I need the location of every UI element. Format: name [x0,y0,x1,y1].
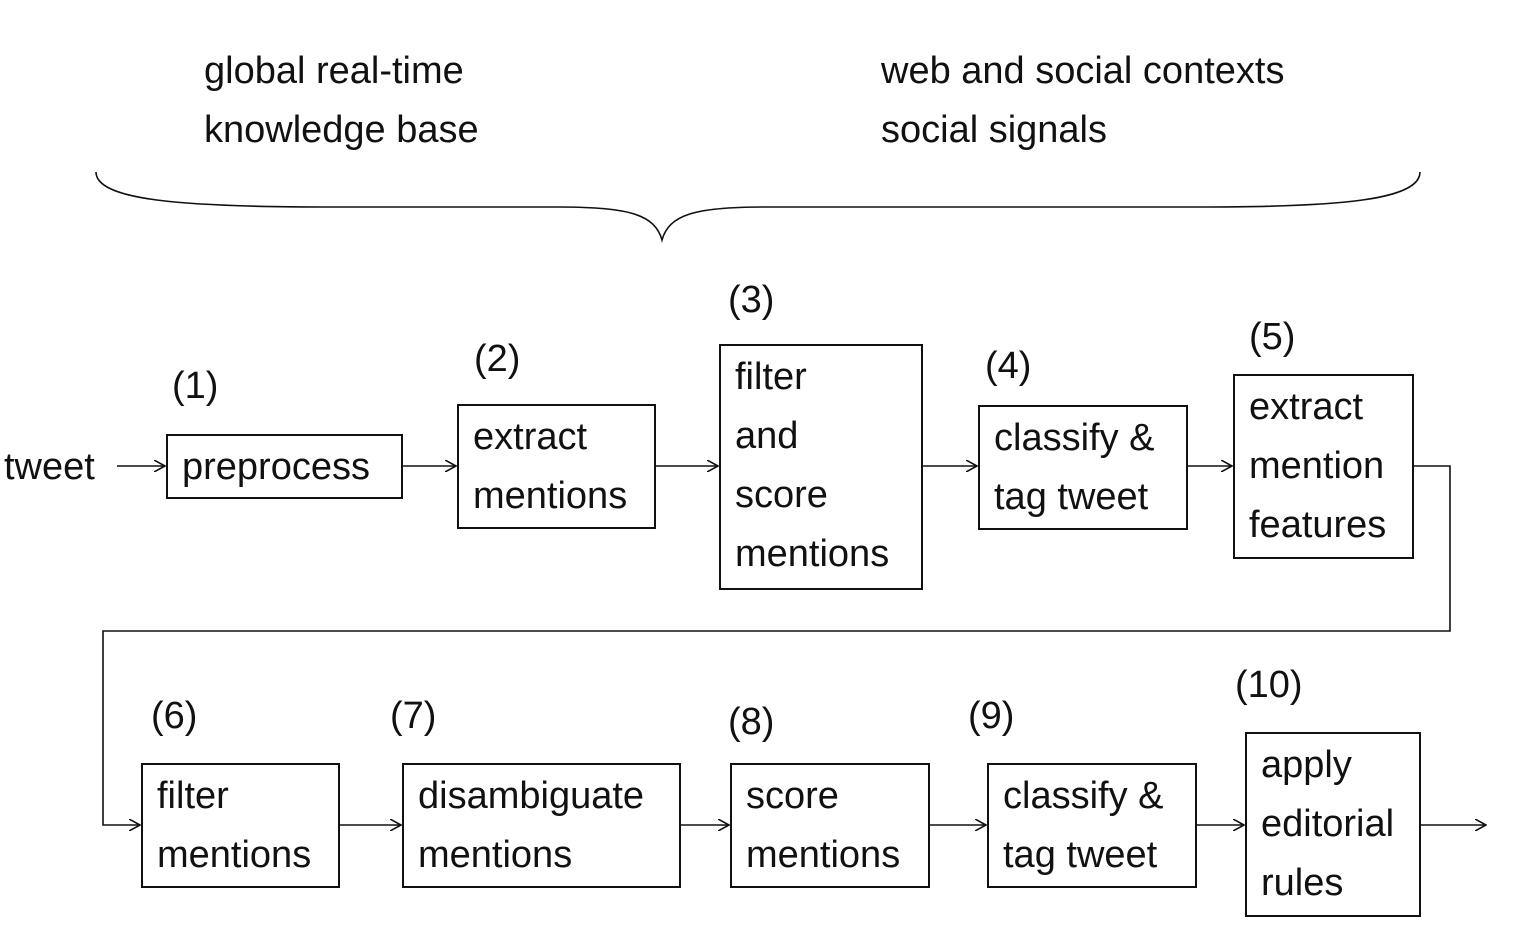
step-4-classify-tag-box: classify & tag tweet [978,405,1188,530]
step-6-line-1: filter [157,775,229,817]
step-2-extract-mentions-box: extract mentions [457,404,656,529]
step-6-filter-mentions-box: filter mentions [141,763,340,888]
knowledge-base-label: global real-time knowledge base [204,42,479,160]
step-5-line-1: extract [1249,386,1364,428]
step-8-score-mentions-box: score mentions [730,763,930,888]
step-5-number: (5) [1249,316,1296,358]
step-3-line-1: filter [735,356,807,398]
step-8-line-1: score [746,775,839,817]
contexts-label: web and social contexts social signals [881,42,1284,160]
step-4-number: (4) [985,345,1032,387]
step-6-line-2: mentions [157,834,312,876]
step-7-disambiguate-box: disambiguate mentions [402,763,681,888]
step-1-preprocess-box: preprocess [166,434,403,499]
step-8-number: (8) [728,701,775,743]
step-5-line-3: features [1249,504,1387,546]
step-3-line-2: and [735,415,799,457]
step-3-number: (3) [728,279,775,321]
tweet-input-label: tweet [4,446,95,488]
step-10-line-2: editorial [1261,803,1395,845]
step-3-filter-score-box: filter and score mentions [719,344,923,590]
step-4-line-2: tag tweet [994,476,1149,518]
step-1-number: (1) [172,365,219,407]
step-10-editorial-rules-box: apply editorial rules [1245,732,1421,917]
step-4-line-1: classify & [994,417,1155,459]
step-10-line-1: apply [1261,744,1352,786]
step-7-number: (7) [390,695,437,737]
step-3-line-3: score [735,474,828,516]
step-2-line-1: extract [473,416,588,458]
step-5-mention-features-box: extract mention features [1233,374,1414,559]
step-2-number: (2) [474,338,521,380]
step-2-line-2: mentions [473,475,628,517]
arrow-5-to-6 [102,465,1451,825]
knowledge-base-line-1: global real-time [204,50,464,92]
step-3-line-4: mentions [735,533,890,575]
step-9-classify-tag-box: classify & tag tweet [987,763,1197,888]
knowledge-base-line-2: knowledge base [204,109,479,151]
step-6-number: (6) [151,695,198,737]
step-9-number: (9) [968,695,1015,737]
contexts-line-1: web and social contexts [881,50,1285,92]
step-1-line-1: preprocess [182,446,370,488]
step-9-line-1: classify & [1003,775,1164,817]
step-7-line-2: mentions [418,834,573,876]
step-10-number: (10) [1235,664,1303,706]
step-8-line-2: mentions [746,834,901,876]
step-7-line-1: disambiguate [418,775,645,817]
step-5-line-2: mention [1249,445,1385,487]
step-10-line-3: rules [1261,862,1344,904]
contexts-line-2: social signals [881,109,1107,151]
step-9-line-2: tag tweet [1003,834,1158,876]
curly-brace [95,171,1421,243]
